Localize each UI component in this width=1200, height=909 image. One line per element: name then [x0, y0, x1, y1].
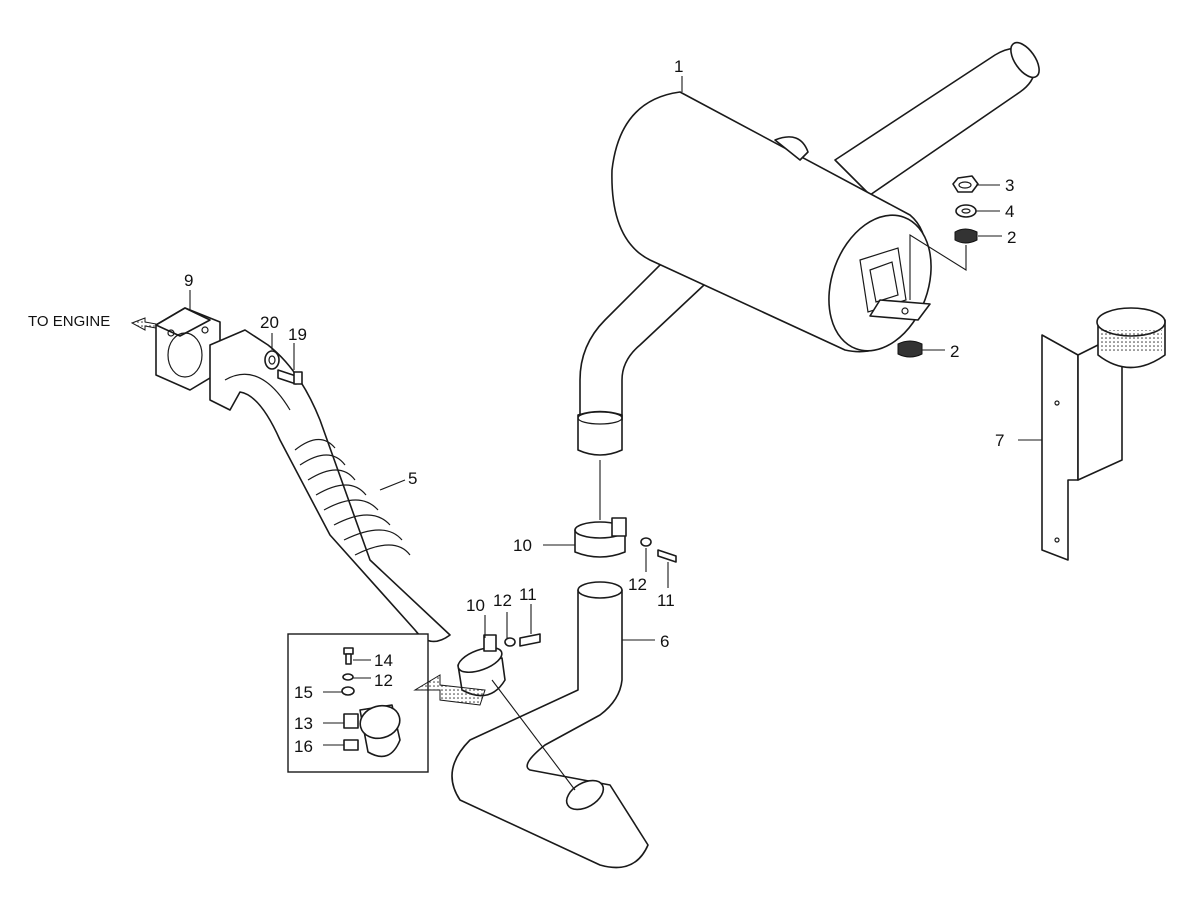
callout-12-inset: 12	[374, 671, 393, 690]
bolt-19	[277, 369, 303, 385]
callout-16: 16	[294, 737, 313, 756]
washer-12-lower	[504, 637, 516, 647]
callout-15: 15	[294, 683, 313, 702]
clamp-detail-inset	[287, 633, 429, 773]
tailpipe-upper	[834, 41, 1040, 196]
tail-pipe-6	[451, 581, 649, 869]
callout-labels: TO ENGINE 1 3 4 2 2 7 5 9 20 19 10 12 11…	[28, 57, 1016, 756]
callout-6: 6	[660, 632, 669, 651]
bolt-14	[343, 647, 354, 665]
inset-arrow	[413, 674, 486, 706]
rubber-mount-2-upper	[954, 228, 978, 244]
washer-12-inset	[342, 673, 354, 681]
bolt-11-lower	[519, 633, 541, 647]
callout-12-upper: 12	[628, 575, 647, 594]
callout-1: 1	[674, 57, 683, 76]
callout-2-lower: 2	[950, 342, 959, 361]
callout-11-lower: 11	[519, 585, 537, 604]
pipe-sleeve	[577, 410, 623, 456]
to-engine-arrow	[130, 317, 157, 331]
callout-10-lower: 10	[466, 596, 485, 615]
nut-3	[952, 175, 979, 193]
callout-11-upper: 11	[657, 591, 675, 610]
clamp-10-upper	[574, 517, 627, 558]
callout-7: 7	[995, 431, 1004, 450]
callout-5: 5	[408, 469, 417, 488]
callout-3: 3	[1005, 176, 1014, 195]
callout-4: 4	[1005, 202, 1014, 221]
to-engine-label: TO ENGINE	[28, 313, 110, 330]
callout-20: 20	[260, 313, 279, 332]
bolt-11-upper	[657, 549, 677, 563]
clamp-10-lower	[457, 634, 506, 697]
callout-9: 9	[184, 271, 193, 290]
rubber-mount-2-lower	[897, 340, 923, 358]
washer-12-upper	[640, 537, 652, 547]
washer-4	[955, 204, 977, 218]
callout-19: 19	[288, 325, 307, 344]
leader-lines	[189, 76, 1042, 641]
heat-shield-bracket	[1041, 307, 1166, 561]
callout-2-upper: 2	[1007, 228, 1016, 247]
muffler	[611, 91, 932, 353]
washer-15	[341, 686, 355, 696]
callout-10-upper: 10	[513, 536, 532, 555]
clamp-13-16	[343, 704, 401, 758]
washer-20	[264, 350, 280, 370]
callout-12-lower: 12	[493, 591, 512, 610]
callout-14: 14	[374, 651, 393, 670]
callout-13: 13	[294, 714, 313, 733]
exhaust-pipe-5	[209, 329, 451, 643]
